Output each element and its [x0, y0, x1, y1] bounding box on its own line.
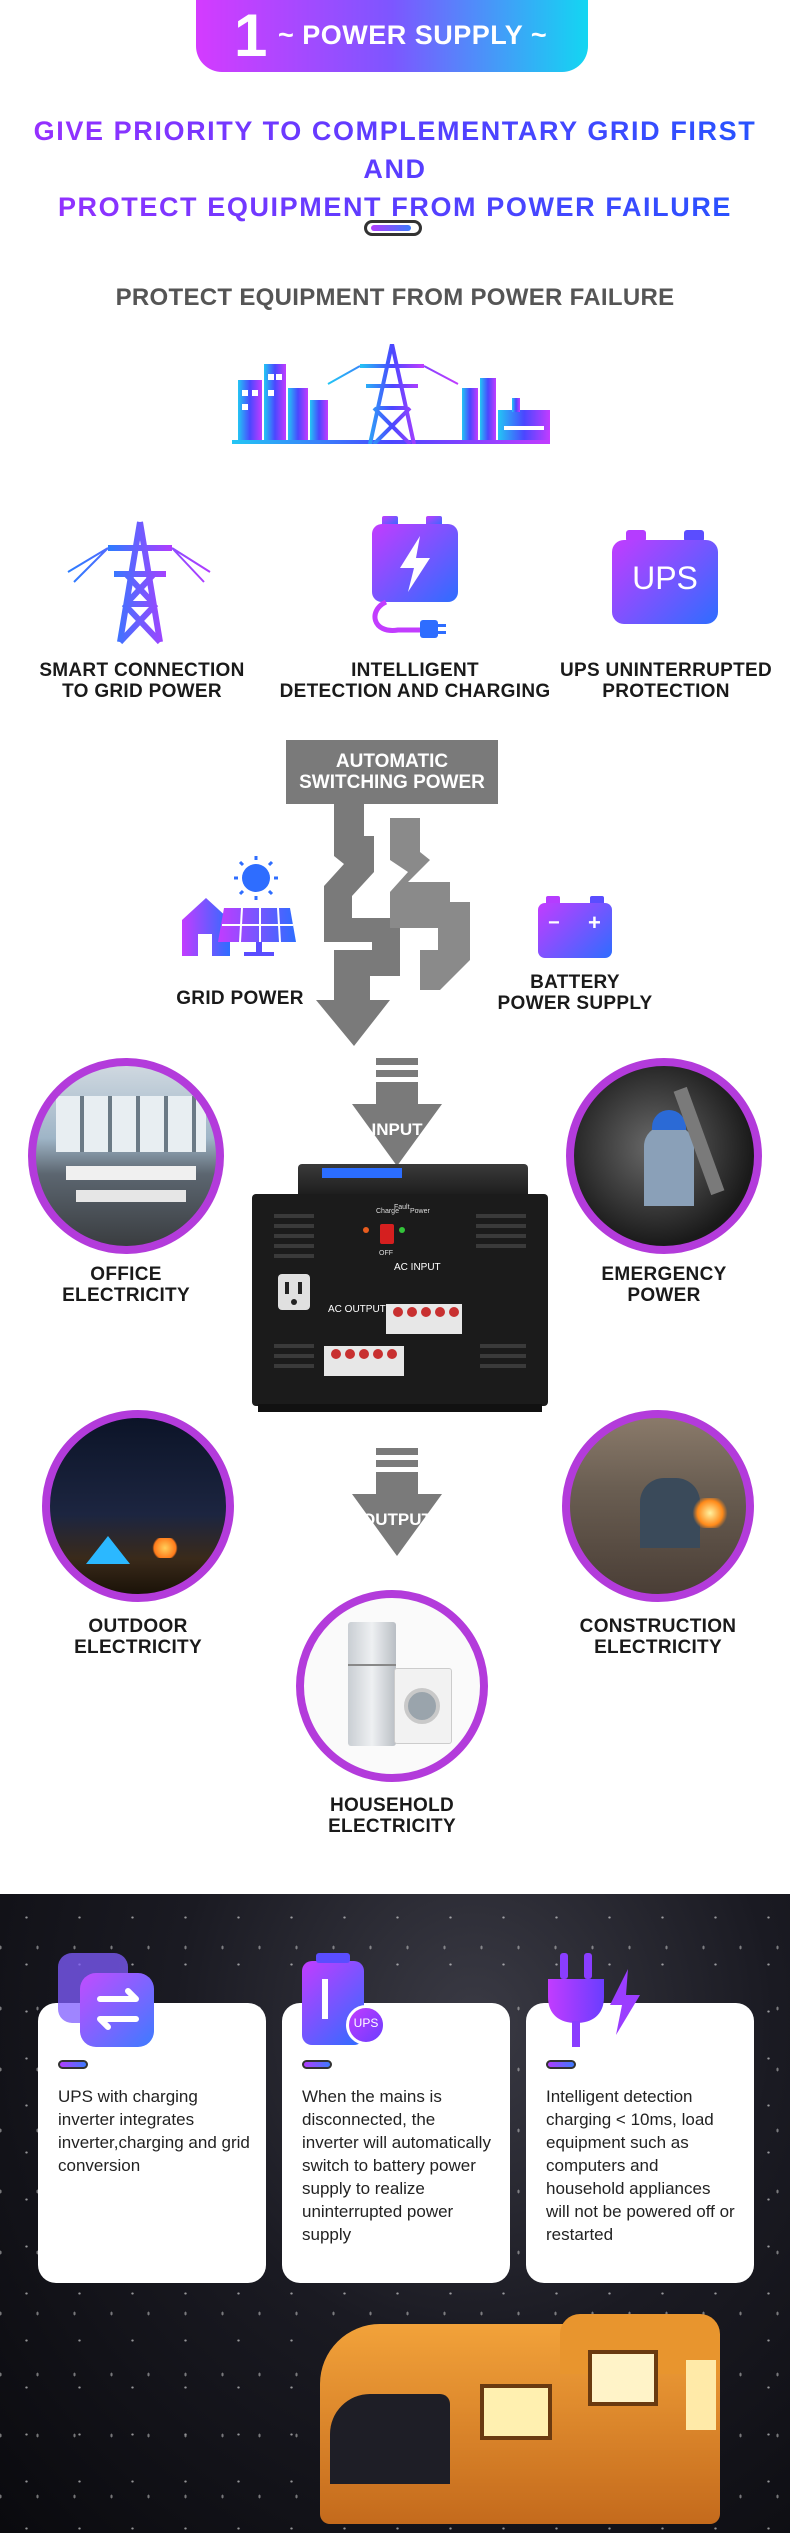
inverter-charge-label: Charge [376, 1208, 399, 1215]
input-arrow: INPUT [352, 1058, 442, 1170]
grid-power-label: GRID POWER [176, 988, 304, 1009]
switch-arrows-icon [58, 1953, 154, 2047]
battery-small-icon: − + [538, 896, 612, 958]
headline-line-1: GIVE PRIORITY TO COMPLEMENTARY GRID FIRS… [0, 112, 790, 188]
house-solar-icon [182, 856, 296, 956]
emergency-photo [566, 1058, 762, 1254]
inverter-device: Charge Fault Power OFF AC INPUT AC OUTPU… [252, 1164, 548, 1414]
transmission-tower-icon [67, 521, 211, 645]
feature-card-1: UPS with charging inverter integrates in… [38, 1953, 266, 2283]
input-label: INPUT [371, 1120, 423, 1139]
output-arrow: OUTPUT [352, 1448, 442, 1560]
card-2-badge: UPS [353, 2016, 379, 2030]
feature-card-2: UPS When the mains is disconnected, the … [282, 1953, 510, 2283]
household-photo [296, 1590, 488, 1782]
inverter-power-label: Power [410, 1208, 430, 1215]
card-1-text: UPS with charging inverter integrates in… [58, 2087, 250, 2175]
inverter-off-label: OFF [379, 1250, 393, 1257]
card-1-pill [58, 2060, 88, 2069]
section-title: PROTECT EQUIPMENT FROM POWER FAILURE [115, 284, 675, 311]
feature-card-3: Intelligent detection charging < 10ms, l… [526, 1953, 754, 2283]
top-banner [196, 0, 588, 72]
headline: GIVE PRIORITY TO COMPLEMENTARY GRID FIRS… [0, 112, 790, 226]
construction-photo [562, 1410, 754, 1602]
grid-city-illustration [232, 344, 550, 444]
switching-arrows [316, 800, 470, 1046]
battery-charging-icon [372, 516, 458, 638]
ups-battery-icon: UPS [302, 1953, 402, 2053]
card-2-text: When the mains is disconnected, the inve… [302, 2087, 491, 2244]
outdoor-photo [42, 1410, 234, 1602]
ac-input-label: AC INPUT [394, 1262, 441, 1273]
ac-output-label: AC OUTPUT [328, 1304, 386, 1315]
office-photo [28, 1058, 224, 1254]
ups-badge-text: UPS [632, 560, 698, 596]
card-3-text: Intelligent detection charging < 10ms, l… [546, 2087, 735, 2244]
card-3-pill [546, 2060, 576, 2069]
inverter-fault-label: Fault [394, 1204, 410, 1211]
divider-pill [364, 220, 422, 236]
plug-lightning-icon [548, 1953, 640, 2047]
banner-number: 1 [234, 2, 268, 69]
headline-line-2: PROTECT EQUIPMENT FROM POWER FAILURE [0, 188, 790, 226]
card-2-pill [302, 2060, 332, 2069]
output-label: OUTPUT [362, 1510, 432, 1529]
ups-battery-icon: UPS [612, 530, 718, 624]
banner-title: ~ POWER SUPPLY ~ [278, 20, 548, 50]
